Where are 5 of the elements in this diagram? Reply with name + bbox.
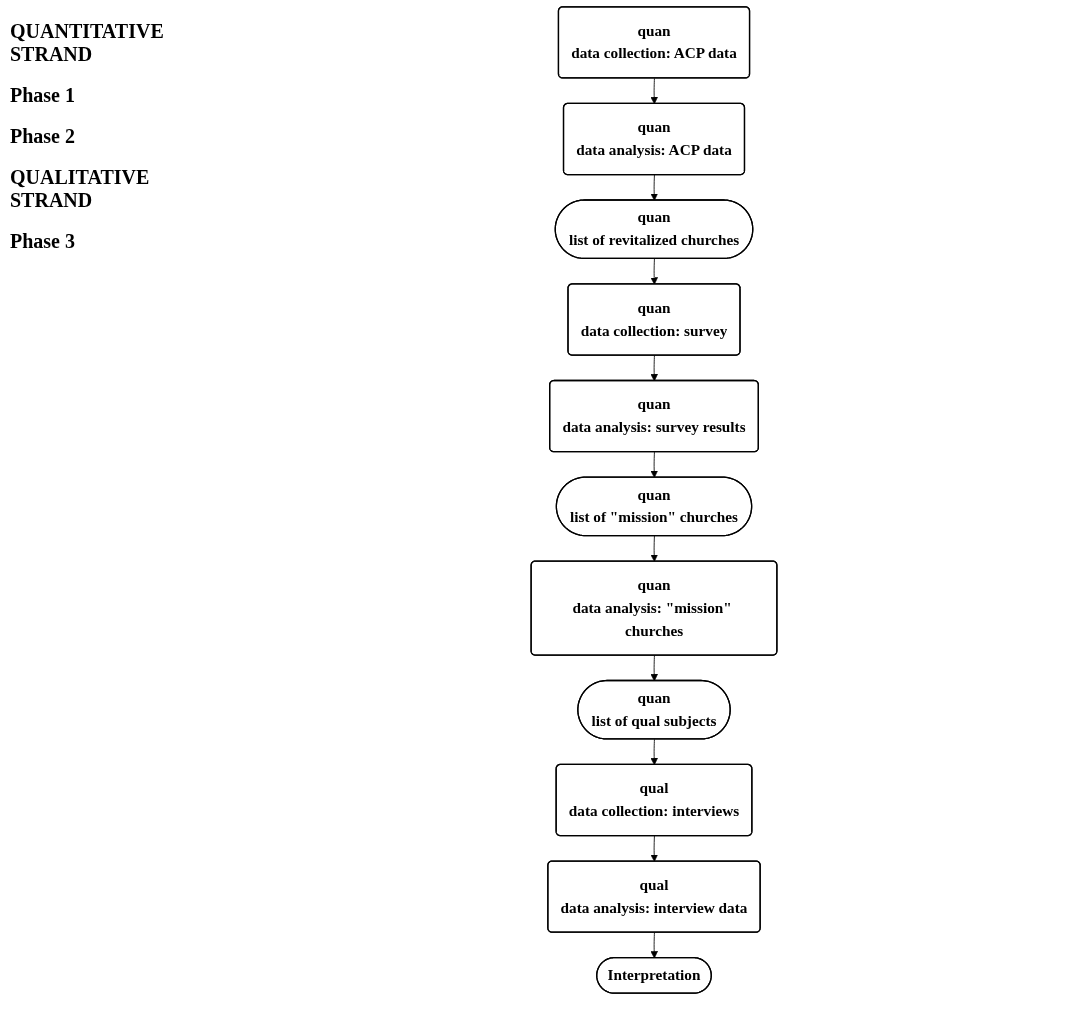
label-text: QUALITATIVE STRAND	[10, 166, 151, 212]
label-text: QUANTITATIVE STRAND	[10, 20, 165, 66]
label-text: Phase 3	[10, 230, 76, 253]
label-text: Phase 2	[10, 125, 76, 148]
label-text: Phase 1	[10, 84, 76, 107]
